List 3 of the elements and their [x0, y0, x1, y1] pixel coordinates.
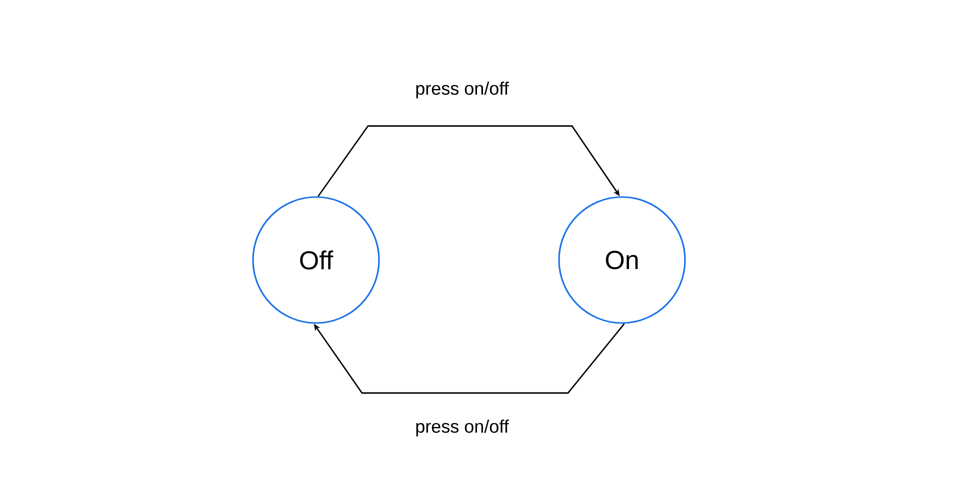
arrow — [318, 125, 620, 197]
edge-label: press on/off — [414, 80, 510, 100]
edge-label: press on/off — [414, 418, 510, 438]
